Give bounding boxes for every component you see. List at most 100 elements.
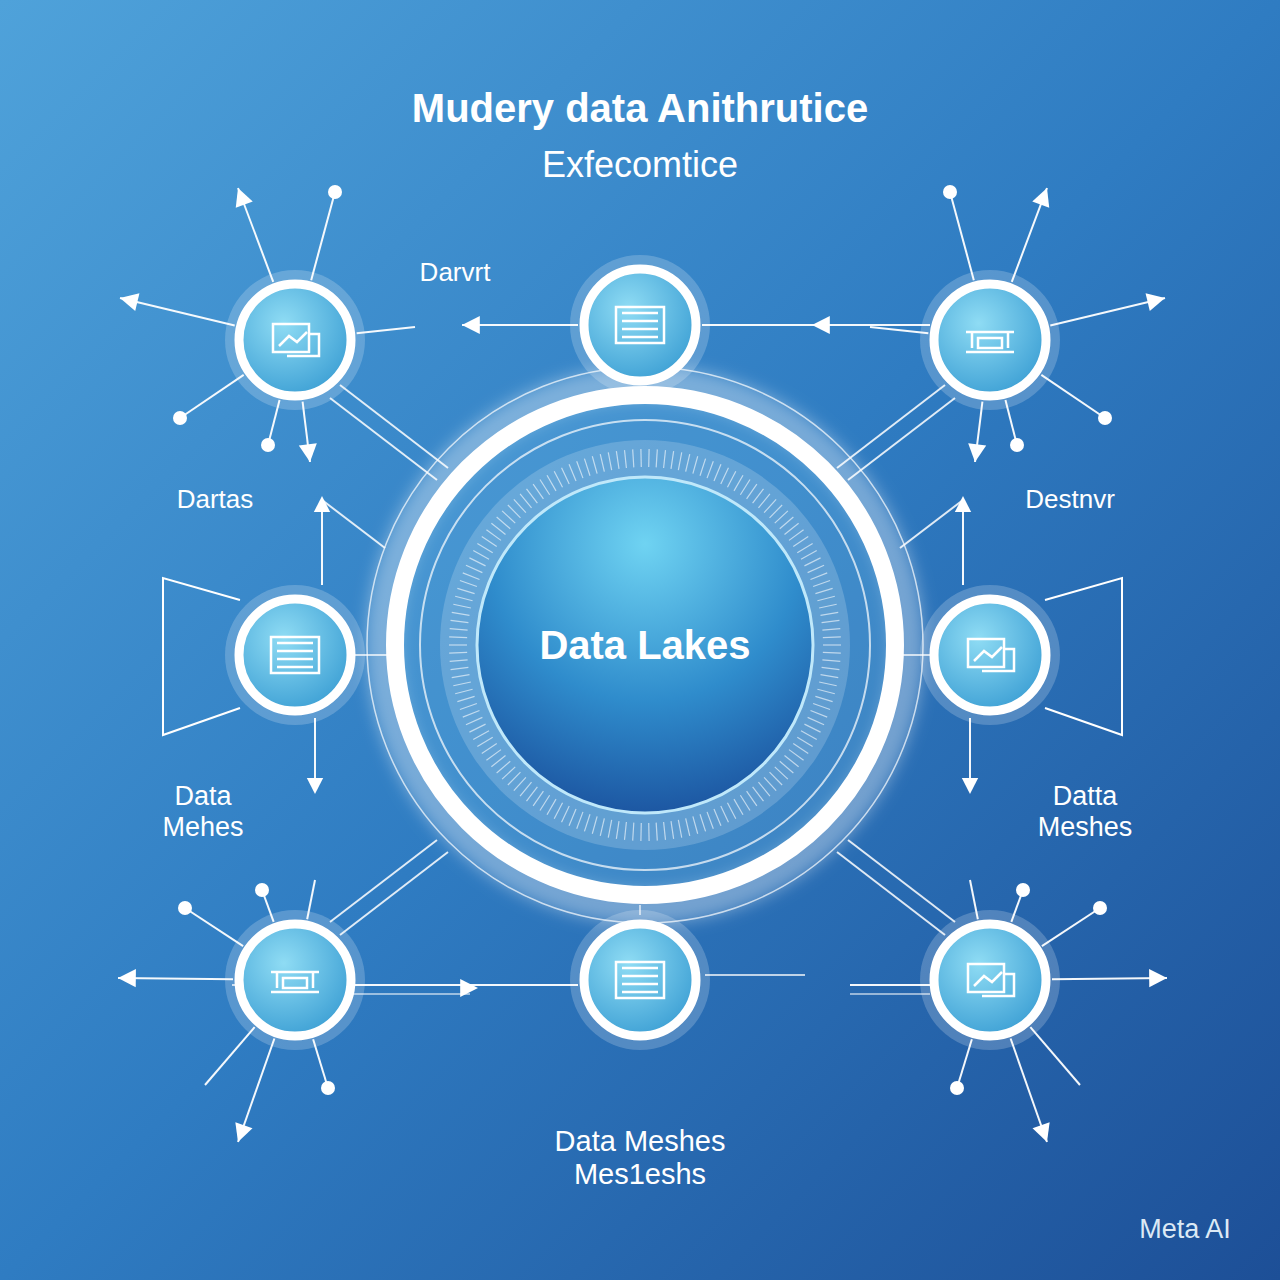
arrow-head (235, 1122, 252, 1142)
tick-mark (540, 480, 550, 495)
core-circle: Data Lakes (475, 475, 815, 815)
central-ring (367, 367, 923, 923)
tick-mark (625, 450, 627, 468)
wire-line (848, 398, 955, 480)
tick-mark (449, 652, 467, 654)
tick-mark (811, 711, 828, 718)
tick-mark (775, 511, 788, 523)
circle-ring (934, 924, 1046, 1036)
tick-mark (686, 454, 690, 472)
tick-mark (822, 629, 840, 631)
tick-mark (569, 809, 576, 826)
tick-mark (600, 454, 604, 472)
tick-mark (815, 588, 832, 593)
tick-mark (789, 530, 804, 541)
tick-mark (671, 451, 674, 469)
tick-mark (640, 449, 642, 467)
wire-line (850, 993, 930, 995)
tick-mark (616, 821, 619, 839)
tick-mark (526, 787, 537, 801)
tick-mark (540, 795, 550, 810)
wire-line (321, 500, 323, 585)
tick-mark (789, 750, 804, 761)
tick-mark (473, 731, 489, 740)
side-label: Datta Meshes (1038, 781, 1133, 843)
side-label: Darvrt (420, 258, 491, 288)
circle-glow (920, 910, 1060, 1050)
tick-mark (804, 558, 820, 566)
icon-symbol (271, 972, 319, 992)
tick-mark (608, 820, 611, 838)
tick-mark (600, 818, 604, 836)
tick-mark (451, 667, 469, 669)
arrow-head (968, 443, 986, 462)
end-dot (1093, 901, 1107, 915)
tick-mark (821, 612, 839, 615)
wire-line (1041, 375, 1105, 418)
icon-circle (920, 270, 1060, 410)
wire-line (837, 852, 945, 935)
tick-mark (813, 581, 830, 587)
tick-mark (491, 756, 505, 767)
circle-glow (225, 910, 365, 1050)
tick-mark (734, 475, 743, 491)
arrow-head (1032, 188, 1049, 208)
tick-mark (822, 660, 840, 662)
tick-mark (633, 823, 634, 841)
tick-mark (721, 806, 729, 822)
arrow-head (1146, 293, 1165, 311)
tick-mark (758, 494, 769, 508)
tick-mark (449, 636, 467, 638)
arrow-head (118, 969, 136, 987)
circle-ring (584, 269, 696, 381)
tick-mark (797, 737, 812, 746)
tick-mark (707, 461, 713, 478)
tick-mark (817, 596, 834, 600)
tick-mark (592, 816, 597, 833)
arrow-head (462, 316, 480, 334)
tick-mark (819, 604, 837, 608)
tick-mark (477, 737, 492, 746)
icon-symbol (616, 962, 664, 998)
wire-line (185, 908, 243, 946)
tick-mark (463, 711, 480, 718)
tick-mark (466, 565, 482, 572)
tick-mark (815, 696, 832, 701)
tick-mark (727, 471, 735, 487)
side-label: Data Mehes (162, 781, 243, 843)
tick-mark (473, 551, 489, 560)
tick-mark (526, 489, 537, 503)
tick-mark (455, 596, 472, 600)
wire-line (1030, 1027, 1080, 1085)
tick-mark (554, 471, 562, 487)
tick-mark (823, 644, 841, 645)
circle-ring (934, 284, 1046, 396)
wire-line (962, 500, 964, 585)
tick-mark (452, 675, 470, 678)
wire-line (311, 192, 335, 280)
tick-mark (547, 799, 556, 815)
tick-mark (813, 704, 830, 710)
tick-mark (469, 724, 485, 732)
tick-mark (482, 744, 497, 754)
tick-mark (584, 459, 590, 476)
circle-glow (920, 270, 1060, 410)
tick-mark (664, 822, 666, 840)
arrow-head (1149, 969, 1167, 987)
tick-mark (797, 543, 812, 552)
core-fill (477, 477, 813, 813)
tick-mark (804, 724, 820, 732)
icon-symbol (616, 307, 664, 343)
tick-mark (801, 731, 817, 740)
tick-mark (508, 505, 521, 518)
tick-mark (514, 777, 526, 790)
tick-mark (747, 484, 757, 499)
circle-glow (225, 270, 365, 410)
tick-mark (533, 484, 543, 499)
tick-mark (671, 821, 674, 839)
tick-mark (707, 812, 713, 829)
tick-mark (822, 667, 840, 669)
wire-line (900, 500, 963, 548)
wire-line (850, 984, 930, 986)
tick-mark (577, 461, 583, 478)
